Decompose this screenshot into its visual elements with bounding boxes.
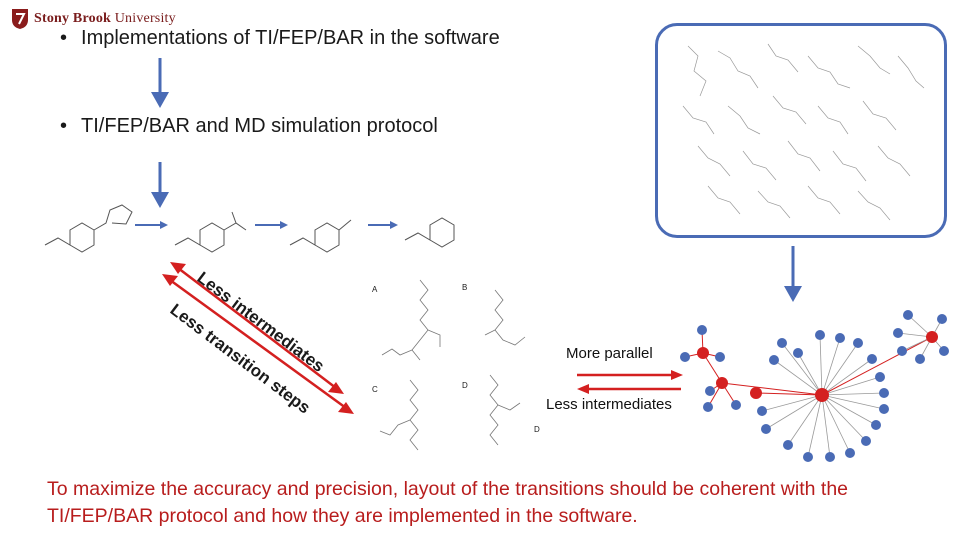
diagonal-arrows xyxy=(162,262,354,414)
molecule-grid: A B C D D xyxy=(370,275,550,460)
parallel-arrows xyxy=(577,370,683,394)
bullet-implementations: •Implementations of TI/FEP/BAR in the so… xyxy=(60,27,500,49)
conclusion-text: To maximize the accuracy and precision, … xyxy=(47,478,849,527)
molecule-transform-row xyxy=(44,204,455,253)
shield-icon xyxy=(12,9,28,29)
grid-label-a: A xyxy=(372,285,378,294)
less-intermediates-label: Less intermediates xyxy=(546,396,672,413)
grid-label-d2: D xyxy=(534,425,540,434)
bullet-text: Implementations of TI/FEP/BAR in the sof… xyxy=(81,27,500,49)
grid-label-d: D xyxy=(462,381,468,390)
logo-text: Stony Brook University xyxy=(34,11,176,26)
grid-label-b: B xyxy=(462,283,468,292)
molecule-cloud xyxy=(682,43,925,221)
down-arrow-icon xyxy=(151,58,169,108)
network-graph xyxy=(680,310,949,462)
down-arrow-icon xyxy=(784,246,802,302)
bullet-protocol: •TI/FEP/BAR and MD simulation protocol xyxy=(60,115,438,137)
grid-label-c: C xyxy=(372,385,378,394)
molecule-cloud-panel xyxy=(655,23,947,238)
molecule-structures xyxy=(379,279,526,451)
stony-brook-logo: Stony Brook University xyxy=(10,8,176,30)
more-parallel-label: More parallel xyxy=(566,345,653,362)
down-arrow-icon xyxy=(151,162,169,208)
bullet-text: TI/FEP/BAR and MD simulation protocol xyxy=(81,115,438,137)
